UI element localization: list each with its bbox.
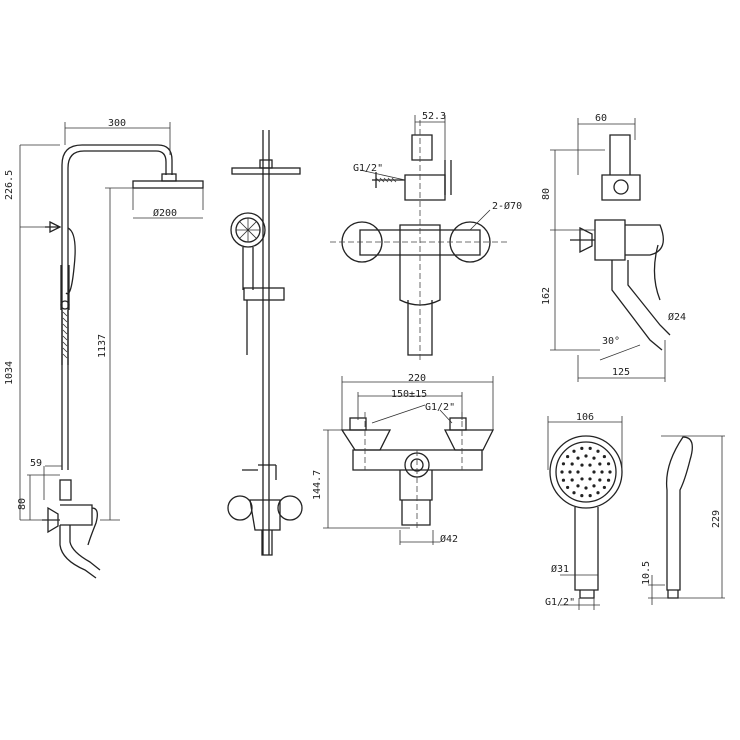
nozzle-dot	[576, 484, 580, 488]
dim-80-side: 80	[541, 187, 552, 200]
nozzle-dot	[588, 446, 592, 450]
spout-diameter: Ø24	[668, 312, 687, 323]
dim-handle-diameter: Ø31	[551, 564, 570, 575]
dim-125: 125	[612, 367, 631, 378]
nozzle-dot	[580, 494, 584, 498]
nozzle-dot	[600, 470, 604, 474]
nozzle-dot	[598, 462, 602, 466]
nozzle-dot	[584, 454, 588, 458]
nozzle-dot	[572, 491, 576, 495]
angle-label: 30°	[602, 336, 621, 347]
dim-220: 220	[408, 373, 427, 384]
nozzle-dot	[592, 456, 596, 460]
nozzle-dot	[561, 478, 566, 482]
dim-106: 106	[576, 412, 595, 423]
dim-162: 162	[541, 286, 552, 305]
nozzle-dot	[588, 463, 592, 467]
nozzle-dot	[576, 456, 580, 460]
nozzle-dot	[580, 463, 584, 467]
nozzle-dot	[602, 485, 606, 490]
hand-shower-views	[547, 416, 725, 610]
nozzle-dot	[560, 470, 564, 474]
thread-label-front: G1/2"	[353, 163, 384, 174]
nozzle-dot	[602, 454, 606, 459]
dim-centers: 150±15	[391, 389, 428, 400]
nozzle-dot	[588, 477, 592, 481]
mixer-top-view	[323, 376, 495, 545]
dim-10-5: 10.5	[641, 560, 652, 585]
dim-144-7: 144.7	[312, 469, 323, 500]
nozzle-dot	[570, 462, 574, 466]
nozzle-dot	[608, 470, 612, 474]
thread-label-hand: G1/2"	[545, 597, 576, 608]
nozzle-dot	[580, 477, 584, 481]
dim-1034: 1034	[4, 360, 15, 385]
nozzle-dot	[598, 478, 602, 482]
dim-226-5: 226.5	[4, 169, 15, 200]
dim-60: 60	[595, 113, 608, 124]
dim-head-diameter: Ø200	[153, 208, 178, 219]
dim-52-3: 52.3	[422, 111, 447, 122]
dim-300: 300	[108, 118, 127, 129]
shower-column-front-view	[227, 130, 303, 556]
dim-59: 59	[30, 458, 43, 469]
nozzle-dot	[606, 478, 611, 482]
nozzle-dot	[580, 446, 584, 450]
shower-column-side-view	[19, 122, 204, 579]
nozzle-dot	[606, 462, 611, 466]
nozzle-dot	[566, 454, 570, 459]
mixer-front-view	[330, 115, 510, 360]
nozzle-dot	[596, 491, 600, 495]
nozzle-dot	[570, 478, 574, 482]
nozzle-dot	[584, 486, 588, 490]
nozzle-dot	[596, 449, 600, 453]
nozzle-dot	[592, 484, 596, 488]
nozzle-dot	[568, 470, 572, 474]
dim-229: 229	[711, 509, 722, 528]
dim-1137: 1137	[97, 333, 108, 358]
nozzle-dot	[588, 494, 592, 498]
nozzle-dot	[566, 485, 570, 490]
nozzle-dot	[572, 449, 576, 453]
thread-label-top: G1/2"	[425, 402, 456, 413]
nozzle-dot	[561, 462, 566, 466]
nozzle-dot	[576, 470, 580, 474]
dim-80-left: 80	[17, 497, 28, 510]
nozzle-dot	[592, 470, 596, 474]
flange-label: 2-Ø70	[492, 201, 523, 212]
dim-42: Ø42	[440, 534, 459, 545]
mixer-side-view	[550, 118, 671, 382]
